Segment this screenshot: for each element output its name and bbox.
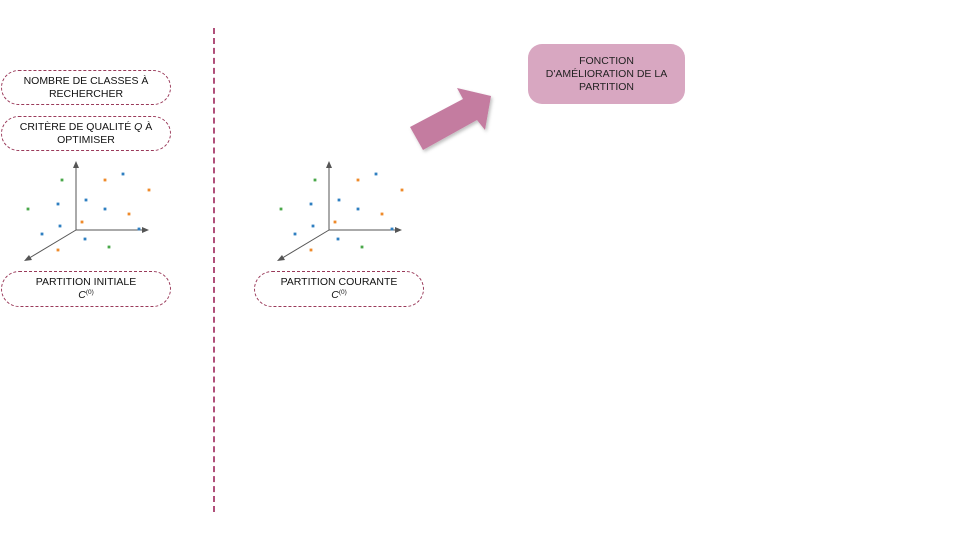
scatter-point xyxy=(311,224,315,228)
critere-qualite-line2: OPTIMISER xyxy=(57,133,115,146)
3d-scatter-plot-icon xyxy=(277,161,404,261)
fonction-line1: FONCTION xyxy=(579,54,634,67)
scatter-point xyxy=(390,227,394,231)
scatter-point xyxy=(400,188,404,192)
partition-courante-pill: PARTITION COURANTE C(0) xyxy=(254,271,424,307)
arrow-shape xyxy=(410,88,491,150)
critere-qualite-pill: CRITÈRE DE QUALITÉ Q À OPTIMISER xyxy=(1,116,171,151)
scatter-point xyxy=(313,178,317,182)
thick-arrow-icon xyxy=(410,88,491,150)
scatter-point xyxy=(56,248,60,252)
c-superscript: (0) xyxy=(338,289,347,296)
scatter-point xyxy=(56,202,60,206)
nombre-classes-line2: RECHERCHER xyxy=(48,87,124,100)
section-divider xyxy=(213,28,215,512)
scatter-point xyxy=(293,232,297,236)
partition-initiale-pill: PARTITION INITIALE C(0) xyxy=(1,271,171,307)
nombre-classes-pill: NOMBRE DE CLASSES À RECHERCHER xyxy=(1,70,171,105)
scatter-point xyxy=(337,198,341,202)
scatter-point xyxy=(26,207,30,211)
fonction-line3: PARTITION xyxy=(578,80,635,93)
c-superscript: (0) xyxy=(85,289,94,296)
scatter-point xyxy=(84,198,88,202)
scatter-point xyxy=(356,207,360,211)
partition-courante-symbol: C(0) xyxy=(331,289,347,302)
scatter-point xyxy=(121,172,125,176)
c-symbol: C xyxy=(331,289,339,301)
partition-initiale-symbol: C(0) xyxy=(78,289,94,302)
axis-arrowhead xyxy=(73,161,79,168)
critere-qualite-line1: CRITÈRE DE QUALITÉ Q À xyxy=(20,121,152,134)
scatter-point xyxy=(103,207,107,211)
scatter-point xyxy=(309,202,313,206)
fonction-line2: D'AMÉLIORATION DE LA xyxy=(545,67,668,80)
partition-initiale-label: PARTITION INITIALE xyxy=(35,276,137,288)
nombre-classes-line1: NOMBRE DE CLASSES À xyxy=(23,74,149,87)
scatter-point xyxy=(309,248,313,252)
axis-arrowhead xyxy=(326,161,332,168)
scatter-point xyxy=(107,245,111,249)
axis-arrowhead xyxy=(24,255,32,261)
axis-line xyxy=(278,229,330,261)
scatter-point xyxy=(360,245,364,249)
scatter-point xyxy=(103,178,107,182)
scatter-point xyxy=(380,212,384,216)
scatter-point xyxy=(80,220,84,224)
scatter-point xyxy=(83,237,87,241)
scatter-point xyxy=(40,232,44,236)
scatter-point xyxy=(127,212,131,216)
scatter-point xyxy=(356,178,360,182)
partition-courante-label: PARTITION COURANTE xyxy=(280,276,398,288)
scatter-point xyxy=(279,207,283,211)
critere-q-symbol: Q xyxy=(134,120,143,133)
fonction-amelioration-box: FONCTION D'AMÉLIORATION DE LA PARTITION xyxy=(528,44,685,104)
scatter-point xyxy=(58,224,62,228)
c-symbol: C xyxy=(78,289,86,301)
axis-arrowhead xyxy=(395,227,402,233)
critere-text-b: À xyxy=(142,120,153,133)
scatter-point xyxy=(333,220,337,224)
axis-arrowhead xyxy=(142,227,149,233)
critere-text-a: CRITÈRE DE QUALITÉ xyxy=(19,120,135,133)
scatter-point xyxy=(60,178,64,182)
scatter-point xyxy=(147,188,151,192)
scatter-point xyxy=(336,237,340,241)
3d-scatter-plot-icon xyxy=(24,161,151,261)
scatter-point xyxy=(374,172,378,176)
axis-arrowhead xyxy=(277,255,285,261)
scatter-point xyxy=(137,227,141,231)
axis-line xyxy=(25,229,77,261)
